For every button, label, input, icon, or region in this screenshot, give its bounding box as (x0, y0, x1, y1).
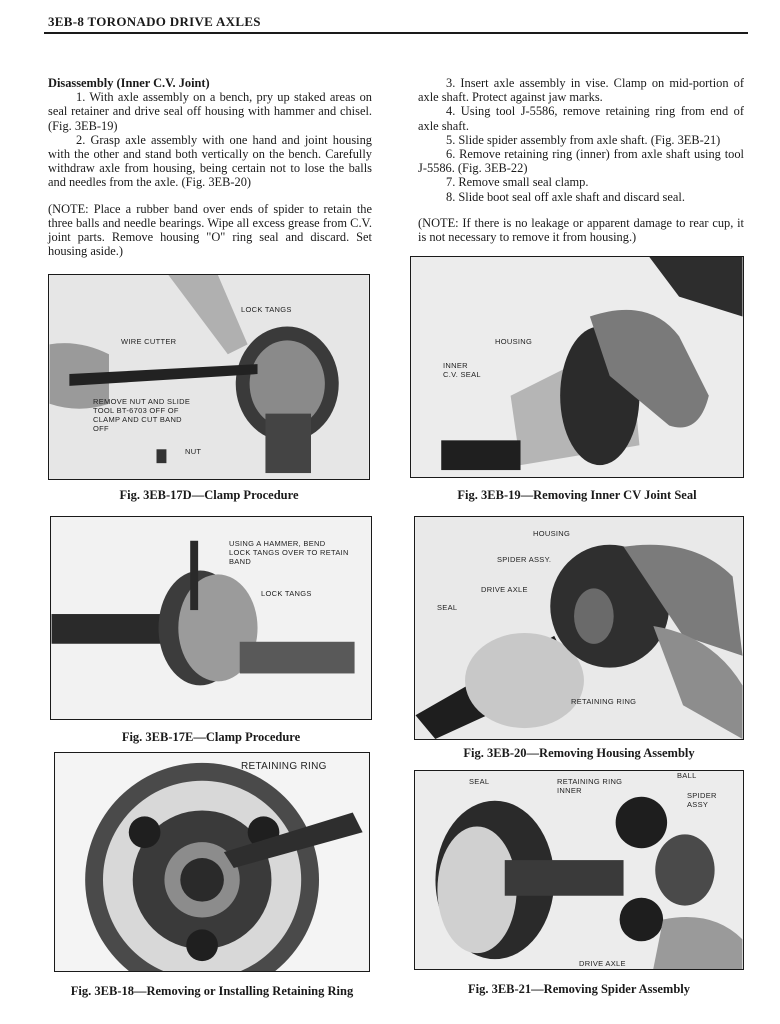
figure-18-caption: Fig. 3EB-18—Removing or Installing Retai… (70, 984, 354, 998)
figure-17d-caption: Fig. 3EB-17D—Clamp Procedure (119, 488, 299, 502)
page-header-title: 3EB-8 TORONADO DRIVE AXLES (48, 14, 261, 29)
figure-20-photo: HOUSING SPIDER ASSY. DRIVE AXLE SEAL RET… (414, 516, 744, 740)
figure-17e-photo: USING A HAMMER, BEND LOCK TANGS OVER TO … (50, 516, 372, 720)
label-nut: NUT (185, 447, 202, 456)
label-using-hammer: USING A HAMMER, BEND LOCK TANGS OVER TO … (229, 539, 349, 566)
label-drive-axle-21: DRIVE AXLE (579, 959, 626, 968)
left-text-column: Disassembly (Inner C.V. Joint) 1. With a… (48, 76, 372, 258)
section-heading: Disassembly (Inner C.V. Joint) (48, 76, 210, 90)
note-right: (NOTE: If there is no leakage or apparen… (418, 215, 744, 245)
retaining-ring-photo (55, 753, 369, 971)
step-3: 3. Insert axle assembly in vise. Clamp o… (418, 76, 744, 105)
step-2: 2. Grasp axle assembly with one hand and… (48, 132, 372, 190)
figure-19-caption: Fig. 3EB-19—Removing Inner CV Joint Seal (457, 488, 697, 502)
step-1: 1. With axle assembly on a bench, pry up… (48, 90, 372, 133)
figure-18-photo: RETAINING RING (54, 752, 370, 972)
label-lock-tangs-17e: LOCK TANGS (261, 589, 312, 598)
label-seal-21: SEAL (469, 777, 490, 786)
label-seal: SEAL (437, 603, 458, 612)
figure-20-caption: Fig. 3EB-20—Removing Housing Assembly (463, 746, 695, 760)
label-retaining-ring-inner: RETAINING RING INNER (557, 777, 623, 795)
step-6: 6. Remove retaining ring (inner) from ax… (418, 147, 744, 176)
label-inner-cv-seal: INNER C.V. SEAL (443, 361, 481, 379)
label-wire-cutter: WIRE CUTTER (121, 337, 177, 346)
cv-seal-removal-photo (411, 257, 743, 477)
label-lock-tangs: LOCK TANGS (241, 305, 292, 314)
label-ball: BALL (677, 771, 697, 780)
note-left: (NOTE: Place a rubber band over ends of … (48, 201, 372, 259)
label-drive-axle: DRIVE AXLE (481, 585, 528, 594)
clamp-cut-photo (49, 275, 369, 479)
label-spider-assy-21: SPIDER ASSY (687, 791, 717, 809)
label-housing-20: HOUSING (533, 529, 571, 538)
label-spider-assy: SPIDER ASSY. (497, 555, 552, 564)
figure-17d-photo: LOCK TANGS WIRE CUTTER REMOVE NUT AND SL… (48, 274, 370, 480)
right-text-column: 3. Insert axle assembly in vise. Clamp o… (418, 76, 744, 244)
step-7: 7. Remove small seal clamp. (446, 175, 589, 190)
step-8: 8. Slide boot seal off axle shaft and di… (446, 189, 685, 204)
housing-removal-photo (415, 517, 743, 739)
figure-21-caption: Fig. 3EB-21—Removing Spider Assembly (467, 982, 690, 996)
clamp-bend-photo (51, 517, 371, 719)
step-4: 4. Using tool J-5586, remove retaining r… (418, 104, 744, 133)
step-5: 5. Slide spider assembly from axle shaft… (446, 132, 721, 147)
label-housing: HOUSING (495, 337, 533, 346)
figure-19-photo: HOUSING INNER C.V. SEAL (410, 256, 744, 478)
label-retaining-ring-18: RETAINING RING (241, 761, 327, 772)
figure-17e-caption: Fig. 3EB-17E—Clamp Procedure (121, 730, 301, 744)
label-retaining-ring: RETAINING RING (571, 697, 637, 706)
spider-removal-photo (415, 771, 743, 969)
label-remove-nut: REMOVE NUT AND SLIDE TOOL BT-6703 OFF OF… (93, 397, 191, 433)
figure-21-photo: SEAL RETAINING RING INNER BALL SPIDER AS… (414, 770, 744, 970)
page-header: 3EB-8 TORONADO DRIVE AXLES (44, 12, 748, 34)
